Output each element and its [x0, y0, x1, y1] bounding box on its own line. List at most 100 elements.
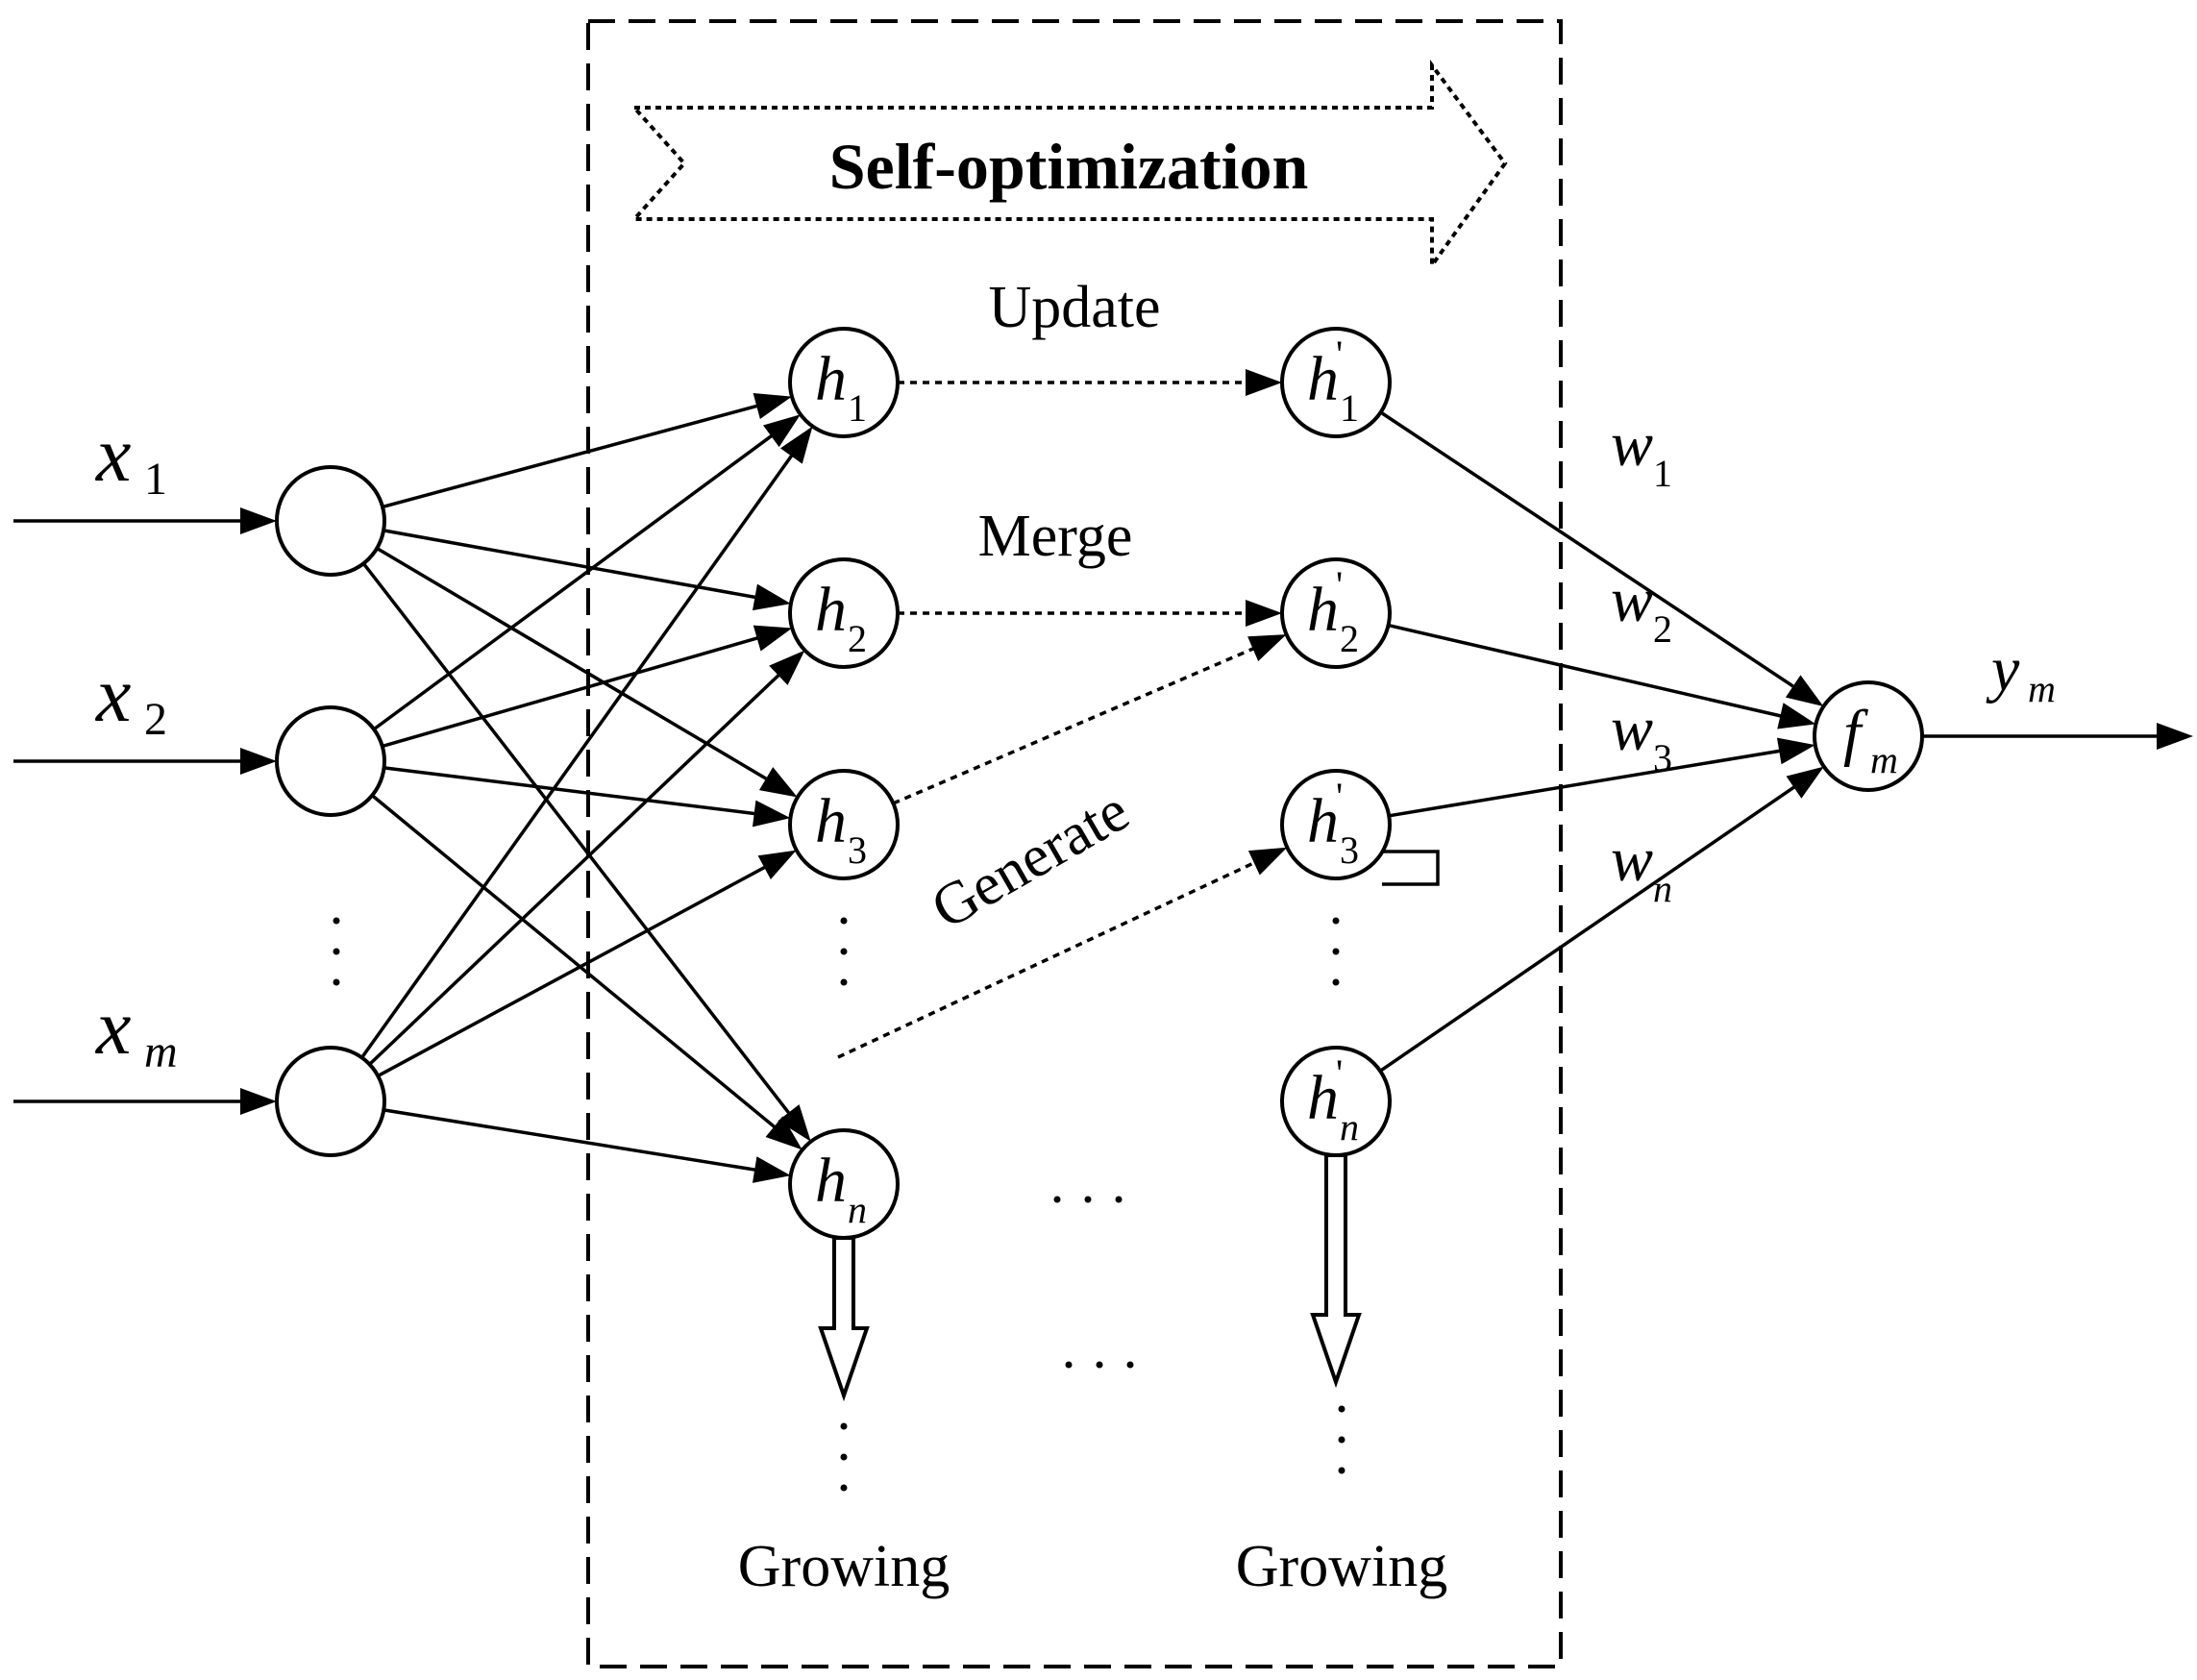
edge-in2-h1 [373, 430, 778, 731]
weight-label-1-var: w [1611, 409, 1653, 480]
input-label-3-sub: m [144, 1026, 178, 1077]
updated-hidden-ellipsis-dot [1332, 917, 1340, 925]
updated-hidden-label-2-prime: ' [1336, 563, 1343, 606]
svg-text:m: m [2028, 667, 2056, 710]
updated-hidden-label-4: h'n [1307, 1051, 1359, 1149]
edge-in2-h1-arrowhead [763, 414, 801, 448]
updated-hidden-label-4-prime: ' [1336, 1051, 1343, 1095]
updated-hidden-label-1-sub: 1 [1340, 386, 1359, 430]
output-arrow-arrowhead [2157, 723, 2193, 750]
input-label-1-sub: 1 [144, 454, 167, 505]
self-optimization-label: Self-optimization [829, 130, 1309, 203]
updated-hidden-label-1-prime: ' [1336, 333, 1343, 376]
updated-hidden-label-3-var: h [1307, 786, 1339, 856]
generate-arrow [837, 857, 1262, 1059]
edge-hp1-f [1379, 410, 1801, 692]
input-ellipsis [333, 917, 340, 986]
growing-right-ellipsis-dot [1338, 1405, 1345, 1413]
growing-label-left: Growing [738, 1534, 950, 1599]
weight-label-3-sub: 3 [1653, 736, 1672, 779]
self-optimization-arrow [629, 59, 1508, 272]
connections [13, 369, 2193, 1402]
weight-label-1-sub: 1 [1653, 452, 1672, 495]
weight-label-2-sub: 2 [1653, 607, 1672, 651]
edge-hp2-f [1388, 623, 1789, 720]
updated-hidden-ellipsis-dot [1332, 978, 1340, 986]
updated-hidden-label-3-sub: 3 [1340, 828, 1359, 872]
input-ellipsis-dot [333, 948, 340, 955]
generate-arrow-arrowhead [1247, 847, 1288, 876]
hidden-ellipsis-dot [840, 978, 848, 986]
updated-hidden-node-1 [1280, 327, 1392, 438]
input-arrow-3-arrowhead [240, 1088, 277, 1115]
input-ellipsis-dot [333, 917, 340, 925]
middle-ellipsis-1-dot [1115, 1196, 1123, 1203]
edge-in2-h3-arrowhead [752, 800, 791, 828]
weight-label-4-var: w [1611, 825, 1653, 895]
weight-label-3-var: w [1611, 694, 1653, 764]
hidden-node-2 [788, 557, 900, 669]
input-node-2 [275, 705, 386, 817]
input-ellipsis-dot [333, 978, 340, 986]
middle-ellipsis-1-dot [1084, 1196, 1092, 1203]
updated-hidden-label-4-var: h [1307, 1063, 1339, 1133]
weight-label-2-var: w [1611, 565, 1653, 635]
edge-in1-h4-arrowhead [778, 1104, 811, 1142]
input-label-3-var: x [95, 983, 131, 1071]
edge-in1-h2 [383, 529, 763, 601]
h3-prime-self-loop [1382, 850, 1440, 886]
growing-left-ellipsis [840, 1422, 848, 1492]
input-label-2-var: x [95, 651, 131, 738]
update-label: Update [988, 275, 1160, 340]
merge-from-h3-arrow-arrowhead [1247, 634, 1287, 661]
hidden-ellipsis [840, 917, 848, 986]
updated-hidden-ellipsis [1332, 917, 1340, 986]
updated-hidden-label-3: h'3 [1307, 775, 1359, 872]
edge-in1-h1-arrowhead [753, 392, 792, 419]
updated-hidden-label-2-sub: 2 [1340, 617, 1359, 660]
edge-in3-h4 [383, 1108, 763, 1174]
input-arrow-1-arrowhead [240, 507, 277, 534]
hidden-label-1-sub: 1 [848, 386, 867, 430]
edge-hp3-f [1388, 748, 1788, 818]
edge-in1-h4 [361, 562, 795, 1121]
merge-arrow-arrowhead [1246, 600, 1282, 627]
update-arrow-arrowhead [1246, 369, 1282, 396]
edge-in1-h3-arrowhead [758, 767, 798, 798]
middle-ellipsis-2-dot [1126, 1361, 1134, 1369]
merge-label: Merge [978, 504, 1133, 569]
hidden-label-1-var: h [815, 344, 847, 414]
hidden-label-4-sub: n [848, 1188, 867, 1231]
edge-in2-h2-arrowhead [753, 625, 793, 652]
edge-hp3-f-arrowhead [1776, 737, 1815, 765]
input-label-1-var: x [95, 410, 131, 498]
updated-hidden-label-1-var: h [1307, 344, 1339, 414]
growing-right-ellipsis [1338, 1405, 1345, 1474]
middle-ellipsis-1 [1053, 1196, 1123, 1203]
edge-in3-h3-arrowhead [757, 850, 797, 879]
nodes [275, 327, 1924, 1492]
edge-in3-h2-arrowhead [769, 650, 805, 685]
middle-ellipsis-1-dot [1053, 1196, 1061, 1203]
edge-hp4-f [1379, 781, 1802, 1073]
edge-in3-h1 [360, 448, 798, 1059]
edge-in2-h4 [371, 794, 781, 1133]
updated-hidden-node-2 [1280, 557, 1392, 669]
middle-ellipsis-2 [1065, 1361, 1134, 1369]
hidden-ellipsis-dot [840, 917, 848, 925]
svg-text:y: y [1986, 634, 2020, 704]
middle-ellipsis-2-dot [1096, 1361, 1103, 1369]
